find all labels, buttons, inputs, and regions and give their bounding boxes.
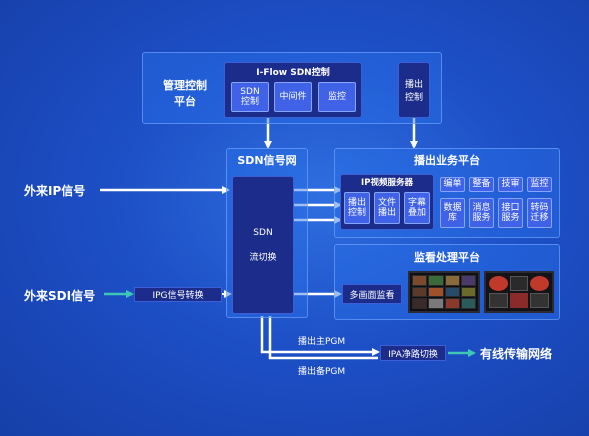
service-message-line2: 服务	[472, 213, 491, 223]
service-database-line1: 数据	[443, 202, 462, 213]
server-chip-broadcast-control: 播出 控制	[344, 192, 370, 224]
thumb	[428, 298, 444, 309]
thumb	[412, 286, 428, 298]
ipa-switch-box: IPA净路切换	[380, 345, 446, 361]
ipg-convert-box: IPG信号转换	[134, 287, 222, 302]
service-transcode-line2: 迁移	[530, 213, 549, 223]
meter	[489, 276, 508, 291]
cable-network-label: 有线传输网络	[480, 347, 553, 361]
service-interface: 接口 服务	[498, 198, 523, 228]
thumb	[444, 298, 460, 309]
server-chip-1-line1: 播出	[347, 197, 366, 208]
service-monitoring: 监控	[527, 177, 552, 192]
meter	[509, 276, 529, 291]
sdn-core-line1: SDN	[253, 227, 273, 238]
meter	[530, 293, 549, 308]
thumb	[428, 275, 444, 286]
multiview-box: 多画面监看	[342, 284, 402, 304]
audio-monitor-image	[484, 271, 554, 313]
sdn-core-box: SDN 流切换	[232, 176, 294, 314]
external-ip-signal: 外来IP信号	[24, 184, 86, 198]
backup-pgm-label: 播出备PGM	[298, 367, 346, 377]
sdn-control-chip: SDN 控制	[231, 82, 269, 112]
line-main-pgm	[260, 316, 380, 356]
service-transcode-line1: 转码	[530, 202, 549, 213]
management-title: 管理控制 平台	[150, 76, 220, 110]
thumb	[428, 286, 444, 298]
sdn-control-line1: SDN	[240, 86, 260, 97]
server-chip-file-broadcast: 文件 播出	[374, 192, 400, 224]
broadcast-control-line1: 播出	[404, 80, 423, 90]
ip-video-server-title: IP视频服务器	[361, 178, 413, 188]
server-chip-2-line1: 文件	[377, 197, 396, 208]
meter	[489, 293, 508, 308]
service-interface-line2: 服务	[501, 213, 520, 223]
thumb	[444, 286, 460, 298]
server-chip-subtitle-overlay: 字幕 叠加	[404, 192, 430, 224]
external-sdi-signal: 外来SDI信号	[24, 289, 96, 303]
broadcast-platform-title: 播出业务平台	[414, 154, 480, 167]
sdn-core-line2: 流切换	[249, 252, 277, 263]
thumb	[412, 275, 428, 286]
sdn-control-line2: 控制	[240, 97, 259, 107]
service-tech-review: 技审	[498, 177, 523, 192]
management-title-line2: 平台	[174, 95, 196, 108]
service-database-line2: 库	[447, 213, 457, 223]
service-interface-line1: 接口	[501, 202, 520, 213]
iflow-title: I-Flow SDN控制	[256, 67, 330, 78]
server-chip-2-line2: 播出	[377, 208, 396, 218]
broadcast-control-box: 播出 控制	[398, 62, 430, 118]
service-scheduling: 编单	[440, 177, 465, 192]
sdn-network-title: SDN信号网	[237, 154, 297, 167]
line-backup-pgm	[268, 316, 378, 360]
monitor-chip: 监控	[318, 82, 356, 112]
server-chip-3-line2: 叠加	[407, 208, 426, 218]
server-chip-3-line1: 字幕	[407, 197, 426, 208]
middleware-label: 中间件	[279, 91, 307, 102]
main-pgm-label: 播出主PGM	[298, 337, 346, 347]
meter	[509, 293, 529, 308]
thumb	[444, 275, 460, 286]
service-database: 数据 库	[440, 198, 465, 228]
service-transcode: 转码 迁移	[527, 198, 552, 228]
service-message-line1: 消息	[472, 202, 491, 213]
meter	[530, 276, 549, 291]
broadcast-control-line2: 控制	[404, 93, 423, 103]
management-title-line1: 管理控制	[163, 79, 207, 92]
thumb	[460, 286, 476, 298]
thumb	[412, 298, 428, 309]
monitor-label: 监控	[327, 91, 346, 102]
monitor-platform-title: 监看处理平台	[414, 251, 480, 264]
thumb	[460, 275, 476, 286]
multiview-monitor-image	[408, 271, 480, 313]
service-message: 消息 服务	[469, 198, 494, 228]
thumb	[460, 298, 476, 309]
server-chip-1-line2: 控制	[347, 208, 366, 218]
middleware-chip: 中间件	[274, 82, 312, 112]
service-preparation: 整备	[469, 177, 494, 192]
